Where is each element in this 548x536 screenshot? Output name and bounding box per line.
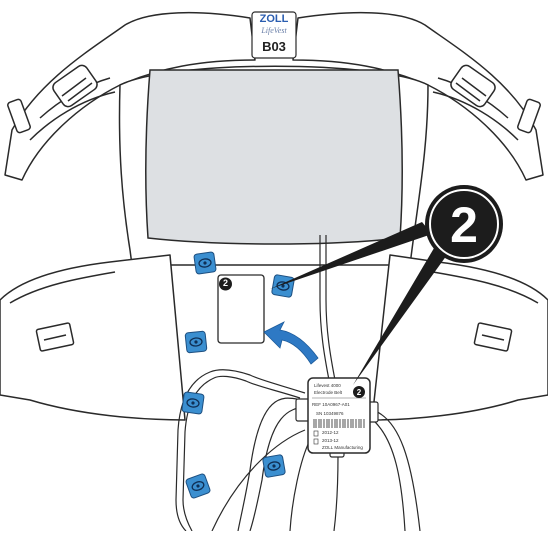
- tag-brand: ZOLL: [252, 14, 296, 25]
- step-callout-number: 2: [427, 200, 501, 250]
- back-panel: [146, 70, 402, 244]
- unit-marker-number: 2: [353, 389, 365, 397]
- unit-serial: SN 10349876: [316, 412, 344, 417]
- electrode-pad: [262, 454, 285, 477]
- unit-date-2: 2013-12: [322, 439, 339, 444]
- electrode-pad: [185, 331, 207, 353]
- unit-manufacturer: ZOLL Manufacturing: [322, 446, 363, 451]
- unit-date-1: 2012-12: [322, 431, 339, 436]
- pad-marker-number: 2: [219, 279, 232, 288]
- unit-label-line1: Lifevest 4000: [314, 384, 341, 389]
- unit-label-line2: Electrode Belt: [314, 391, 342, 396]
- unit-ref: REF 10A0967-A01: [312, 403, 350, 408]
- electrode-pad: [194, 252, 217, 275]
- electrode-pad: [271, 274, 294, 297]
- placement-arrow: [264, 322, 318, 364]
- electrode-pad: [182, 392, 205, 415]
- tag-product: LifeVest: [252, 27, 296, 35]
- electrode-pad: [185, 473, 211, 499]
- tag-size: B03: [252, 40, 296, 53]
